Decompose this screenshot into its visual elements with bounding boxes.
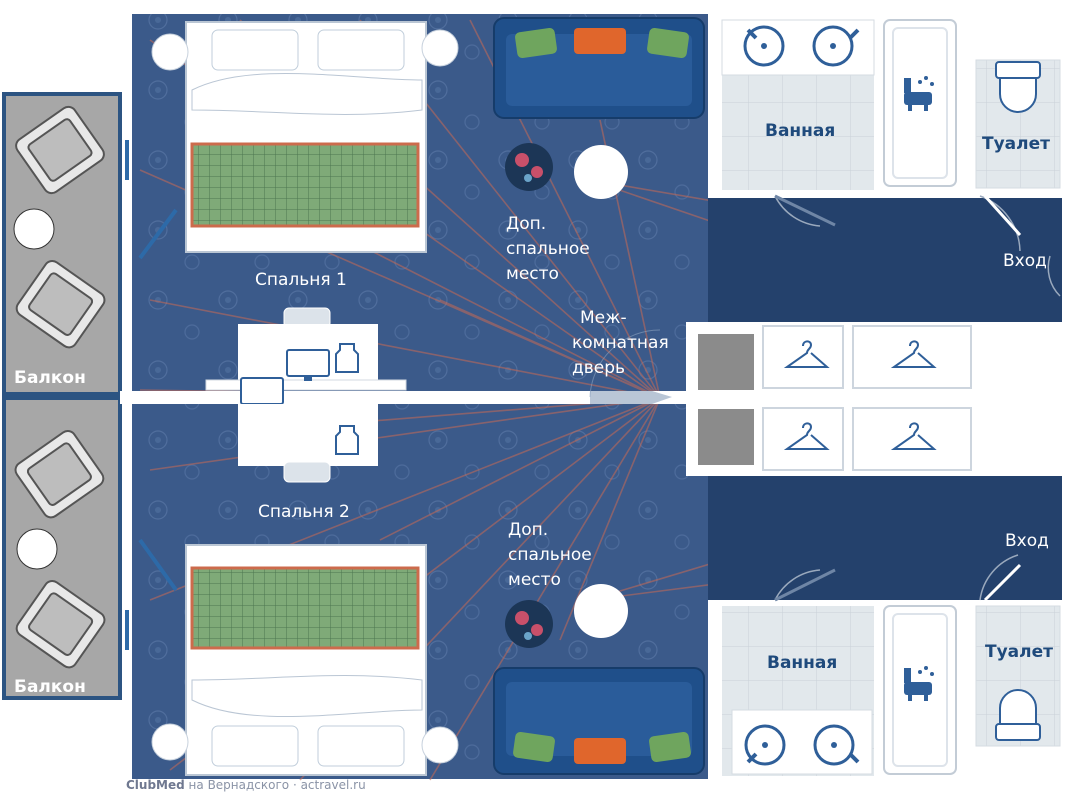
entrance-2-label: Вход (1005, 531, 1049, 551)
armchair-icon (15, 260, 106, 349)
footer-text: на Вернадского · actravel.ru (184, 778, 366, 792)
bedroom-1-label: Спальня 1 (255, 270, 347, 290)
hanger-icon (890, 422, 937, 450)
toilet-2 (970, 600, 1064, 780)
sink-icon (744, 724, 786, 766)
toilet-1 (970, 58, 1064, 194)
hanger-icon (783, 422, 830, 450)
flower-pouf-icon (505, 143, 553, 191)
corridor-2 (708, 476, 1062, 600)
connecting-door[interactable] (589, 329, 672, 404)
sink-icon (813, 724, 860, 766)
round-table-icon (574, 145, 628, 199)
bathtub-icon (904, 666, 934, 701)
bed-1 (151, 21, 459, 253)
armchair-icon (14, 430, 105, 519)
sink-icon (743, 25, 785, 67)
sofa-icon (493, 17, 705, 119)
pillow-icon (211, 725, 299, 767)
entrance-1-label: Вход (1003, 251, 1047, 271)
hanger-icon (783, 340, 830, 368)
bathroom-1-label: Ванная (765, 121, 836, 141)
balcony-1-label: Балкон (14, 368, 86, 388)
bathtub-icon (904, 76, 934, 111)
brand-logo: ClubMed (126, 778, 185, 792)
bed-2 (151, 544, 459, 776)
armchair-icon (15, 580, 106, 669)
door-icon (774, 194, 1061, 602)
footer-credit: ClubMed на Вернадского · actravel.ru (126, 778, 366, 792)
sink-icon (812, 25, 860, 67)
bedroom-2-label: Спальня 2 (258, 502, 350, 522)
corridor-1 (708, 198, 1062, 322)
pillow-icon (317, 29, 405, 71)
desk-1 (205, 307, 407, 405)
pillow-icon (211, 29, 299, 71)
flower-pouf-icon (505, 600, 553, 648)
desk-2 (238, 404, 378, 483)
toilet-icon (999, 77, 1037, 113)
wardrobe-block (686, 322, 978, 476)
monitor-icon (240, 377, 284, 405)
kettle-icon (335, 425, 359, 455)
round-table-icon (16, 528, 58, 570)
bathroom-2-label: Ванная (767, 653, 838, 673)
toilet-icon (999, 689, 1037, 725)
monitor-icon (286, 349, 330, 377)
round-table-icon (13, 208, 55, 250)
toilet-2-label: Туалет (985, 642, 1053, 662)
pillow-icon (317, 725, 405, 767)
door-icon (125, 140, 178, 650)
armchair-icon (15, 105, 105, 195)
kettle-icon (335, 343, 359, 373)
balcony-2-label: Балкон (14, 677, 86, 697)
hanger-icon (890, 340, 937, 368)
round-table-icon (574, 584, 628, 638)
toilet-1-label: Туалет (982, 134, 1050, 154)
sofa-icon (493, 667, 705, 775)
desk-chair-icon (283, 461, 331, 483)
